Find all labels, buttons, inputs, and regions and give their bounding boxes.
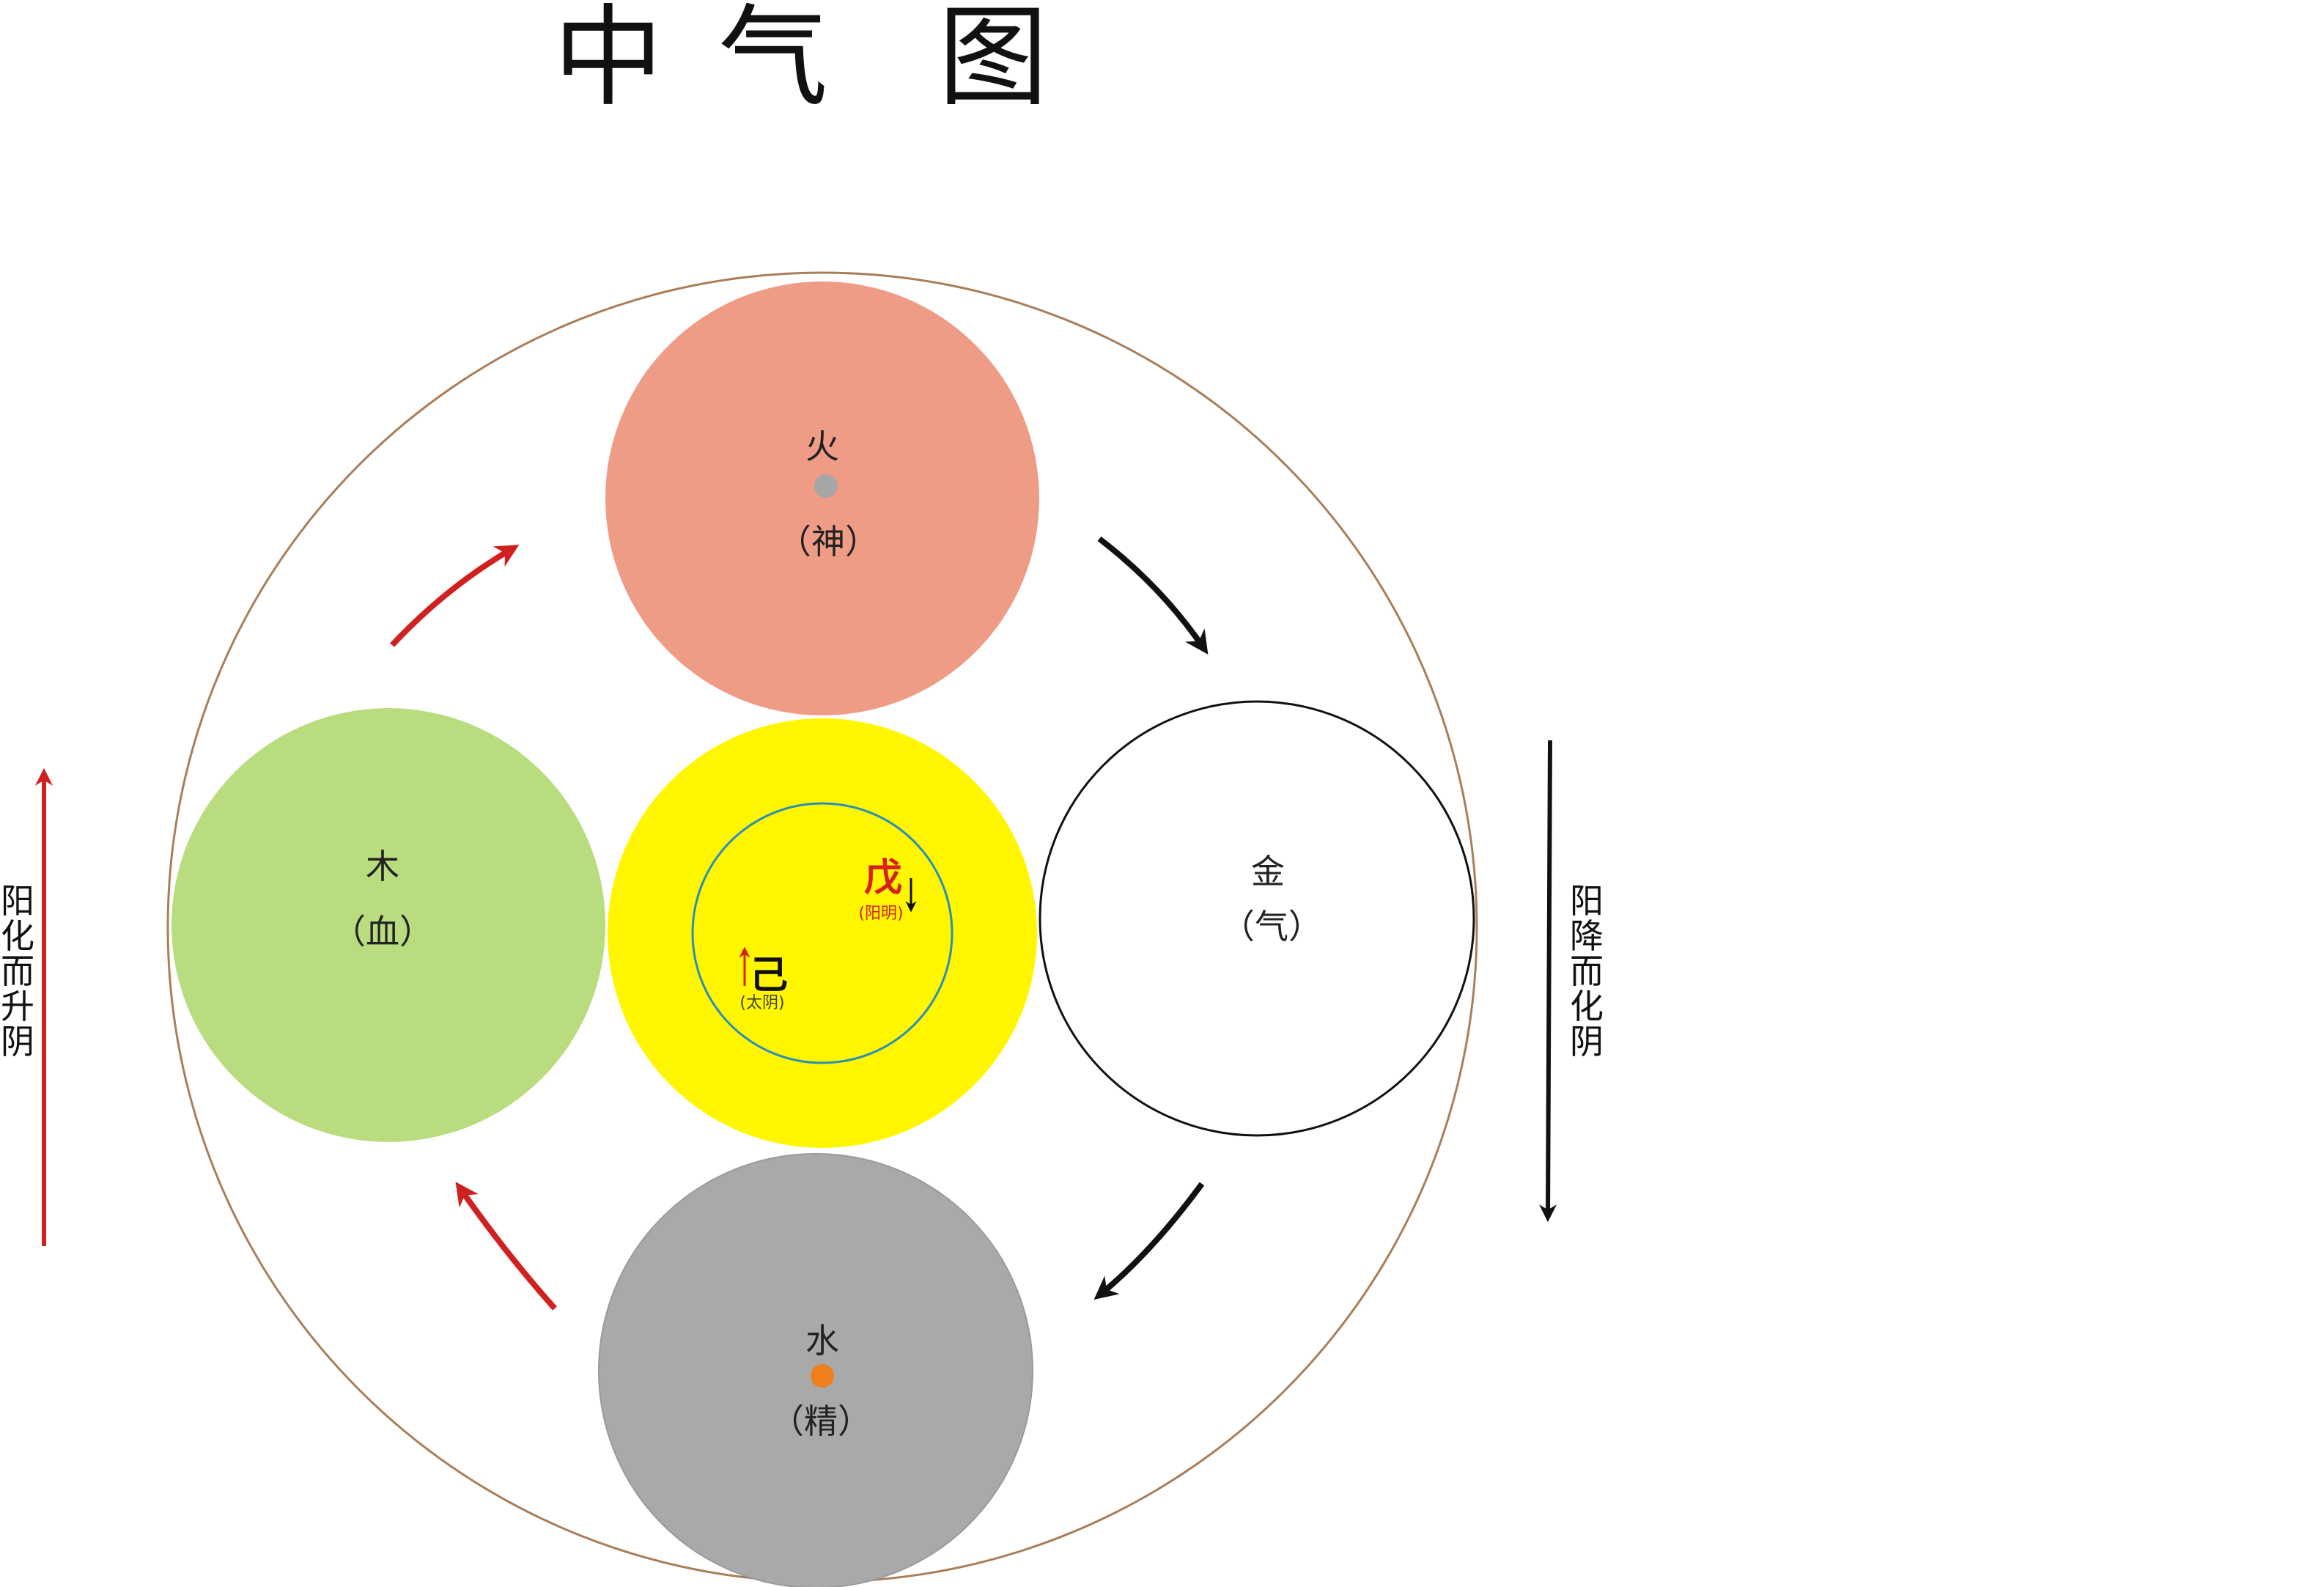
left-side-char-3: 而 bbox=[1, 951, 34, 991]
metal-node: 金 （气） bbox=[1039, 700, 1475, 1137]
left-side-char-5: 阴 bbox=[1, 1022, 34, 1061]
title-char-1: 中 bbox=[553, 0, 663, 122]
right-side-char-2: 降 bbox=[1570, 916, 1604, 956]
earth-node: 戊 (阳明) 己 (太阴) bbox=[608, 718, 1037, 1148]
left-side-char-4: 升 bbox=[1, 987, 34, 1026]
metal-label: 金 bbox=[1251, 852, 1285, 891]
title-char-3: 图 bbox=[938, 0, 1048, 122]
left-side-annotation: 阳 化 而 升 阴 bbox=[1, 767, 53, 1246]
stem-wu-label: 戊 bbox=[864, 856, 902, 900]
stem-ji-sublabel: (太阴) bbox=[739, 994, 784, 1012]
water-label: 水 bbox=[805, 1321, 839, 1360]
arrow-wood-to-fire-icon bbox=[390, 545, 520, 647]
fire-organ-label: （神） bbox=[778, 522, 879, 561]
right-side-char-1: 阳 bbox=[1570, 881, 1604, 921]
left-side-char-2: 化 bbox=[1, 916, 34, 956]
fire-label: 火 bbox=[805, 427, 839, 466]
wood-label: 木 bbox=[366, 847, 399, 886]
wood-circle bbox=[171, 708, 605, 1142]
water-node: 水 （精） bbox=[598, 1153, 1033, 1587]
metal-circle bbox=[1039, 700, 1475, 1137]
metal-organ-label: （气） bbox=[1221, 907, 1322, 946]
right-side-char-3: 而 bbox=[1570, 951, 1604, 991]
wood-organ-label: （血） bbox=[332, 912, 433, 951]
right-descending-arrow-icon bbox=[1539, 740, 1557, 1223]
fire-node: 火 （神） bbox=[605, 281, 1039, 715]
right-side-char-4: 化 bbox=[1570, 987, 1604, 1026]
stem-ji: 己 (太阴) bbox=[739, 946, 788, 1012]
arrow-water-to-wood-icon bbox=[455, 1182, 557, 1311]
earth-circle bbox=[608, 718, 1037, 1148]
arrow-fire-to-metal-icon bbox=[1097, 536, 1209, 655]
right-side-char-5: 阴 bbox=[1570, 1022, 1604, 1061]
wood-node: 木 （血） bbox=[171, 708, 605, 1142]
stem-wu: 戊 (阳明) bbox=[858, 856, 917, 923]
stem-ji-label: 己 bbox=[750, 954, 788, 998]
cycle-arrows bbox=[390, 536, 1209, 1311]
arrow-metal-to-water-icon bbox=[1093, 1182, 1205, 1300]
stem-wu-sublabel: (阳明) bbox=[858, 905, 903, 923]
left-side-char-1: 阳 bbox=[1, 881, 34, 921]
fire-circle bbox=[605, 281, 1039, 715]
earth-inner-ring bbox=[691, 802, 953, 1064]
water-organ-label: （精） bbox=[770, 1402, 871, 1441]
right-side-annotation: 阳 降 而 化 阴 bbox=[1539, 740, 1604, 1223]
water-dot-icon bbox=[811, 1364, 834, 1388]
title-char-2: 气 bbox=[718, 0, 828, 122]
fire-dot-icon bbox=[814, 474, 838, 498]
diagram-title: 中 气 图 bbox=[553, 0, 1048, 122]
